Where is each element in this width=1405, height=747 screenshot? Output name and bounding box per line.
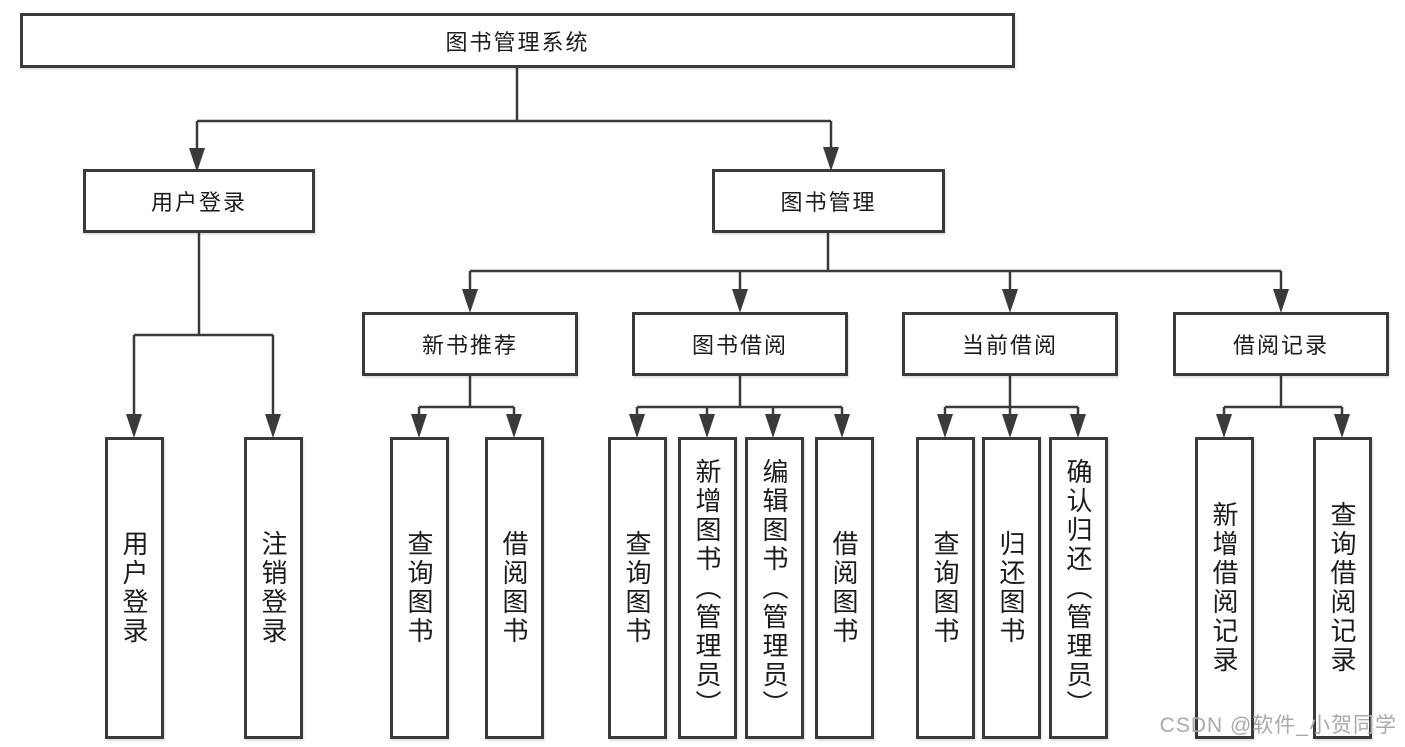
csdn-watermark: CSDN @软件_小贺同学 — [1159, 714, 1397, 737]
leaf-label: 新增图书（管理员） — [692, 457, 722, 719]
leaf-add-borrow-record: 新增借阅记录 — [1195, 437, 1254, 739]
node-user-login: 用户登录 — [83, 169, 315, 233]
leaf-label: 编辑图书（管理员） — [759, 457, 789, 719]
leaf-label: 确认归还（管理员） — [1063, 457, 1093, 719]
node-root-system: 图书管理系统 — [20, 13, 1015, 68]
leaf-user-login: 用户登录 — [105, 437, 164, 739]
leaf-query-books-recommend: 查询图书 — [390, 437, 449, 739]
leaf-label: 注销登录 — [258, 530, 288, 646]
leaf-add-book-admin: 新增图书（管理员） — [678, 437, 737, 739]
node-borrow-records: 借阅记录 — [1173, 312, 1389, 376]
leaf-label: 查询图书 — [622, 530, 652, 646]
leaf-query-books-borrow: 查询图书 — [608, 437, 667, 739]
leaf-edit-book-admin: 编辑图书（管理员） — [745, 437, 804, 739]
leaf-borrow-books-recommend: 借阅图书 — [485, 437, 544, 739]
leaf-query-books-current: 查询图书 — [916, 437, 975, 739]
leaf-label: 新增借阅记录 — [1209, 501, 1239, 675]
leaf-label: 借阅图书 — [829, 530, 859, 646]
node-new-book-recommend: 新书推荐 — [362, 312, 578, 376]
leaf-label: 用户登录 — [119, 530, 149, 646]
node-book-management: 图书管理 — [712, 169, 945, 233]
leaf-return-book: 归还图书 — [982, 437, 1041, 739]
leaf-query-borrow-record: 查询借阅记录 — [1313, 437, 1372, 739]
leaf-borrow-books: 借阅图书 — [815, 437, 874, 739]
leaf-label: 查询借阅记录 — [1327, 501, 1357, 675]
node-current-borrow: 当前借阅 — [902, 312, 1118, 376]
leaf-label: 查询图书 — [404, 530, 434, 646]
leaf-label: 借阅图书 — [499, 530, 529, 646]
leaf-label: 归还图书 — [996, 530, 1026, 646]
node-book-borrow: 图书借阅 — [632, 312, 848, 376]
leaf-label: 查询图书 — [930, 530, 960, 646]
leaf-logout: 注销登录 — [244, 437, 303, 739]
leaf-confirm-return-admin: 确认归还（管理员） — [1049, 437, 1108, 739]
